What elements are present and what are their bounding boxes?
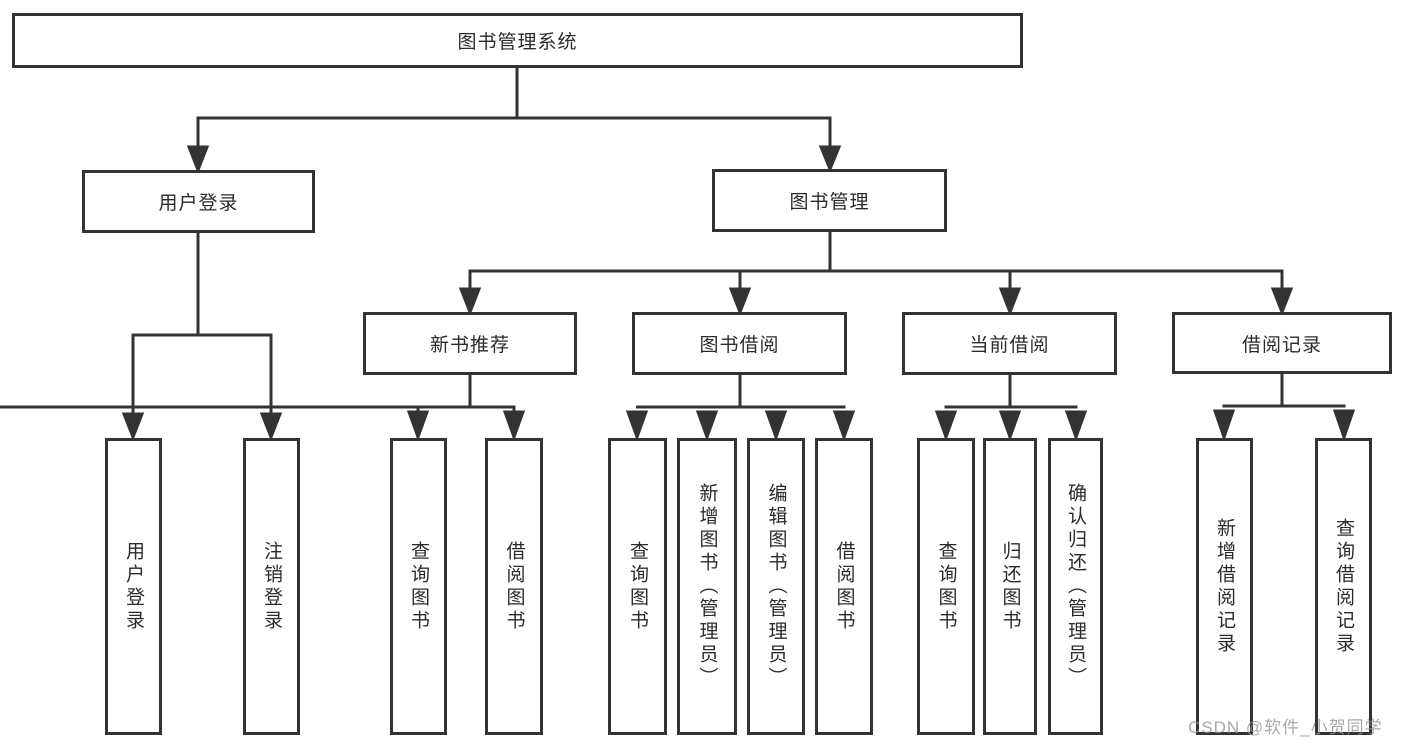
leaf-return-books-label: 归还图书 <box>999 540 1021 633</box>
leaf-user-login-label: 用户登录 <box>123 540 144 633</box>
leaf-query-books-recommend-label: 查询图书 <box>408 540 429 633</box>
leaf-query-books-recommend: 查询图书 <box>390 438 447 735</box>
leaf-logout-label: 注销登录 <box>261 540 282 633</box>
leaf-add-book-admin: 新增图书（管理员） <box>677 438 737 735</box>
leaf-edit-book-admin-label: 编辑图书（管理员） <box>765 483 787 690</box>
node-user-login: 用户登录 <box>82 170 315 233</box>
node-book-borrowing: 图书借阅 <box>632 312 847 375</box>
node-book-management: 图书管理 <box>712 169 947 232</box>
leaf-borrow-books-borrowing: 借阅图书 <box>815 438 873 735</box>
node-root-label: 图书管理系统 <box>457 32 578 53</box>
node-borrowing-records-label: 借阅记录 <box>1241 334 1322 356</box>
leaf-user-login: 用户登录 <box>105 438 162 735</box>
leaf-borrow-books-recommend-label: 借阅图书 <box>503 540 525 633</box>
node-book-borrowing-label: 图书借阅 <box>699 335 780 356</box>
node-new-book-recommend-label: 新书推荐 <box>429 335 510 356</box>
leaf-add-book-admin-label: 新增图书（管理员） <box>696 483 718 690</box>
leaf-add-borrow-record-label: 新增借阅记录 <box>1214 517 1235 656</box>
leaf-query-borrow-record-label: 查询借阅记录 <box>1333 517 1354 656</box>
leaf-borrow-books-recommend: 借阅图书 <box>485 438 543 735</box>
node-new-book-recommend: 新书推荐 <box>363 312 577 375</box>
leaf-confirm-return-admin: 确认归还（管理员） <box>1048 438 1103 735</box>
leaf-query-borrow-record: 查询借阅记录 <box>1315 438 1372 735</box>
node-current-borrowing-label: 当前借阅 <box>969 335 1050 356</box>
csdn-watermark: CSDN @软件_小贺同学 <box>1188 718 1383 737</box>
node-root: 图书管理系统 <box>12 13 1023 68</box>
node-borrowing-records: 借阅记录 <box>1172 312 1392 374</box>
leaf-query-books-borrowing-label: 查询图书 <box>627 540 648 633</box>
node-book-management-label: 图书管理 <box>789 192 870 213</box>
leaf-edit-book-admin: 编辑图书（管理员） <box>747 438 805 735</box>
node-current-borrowing: 当前借阅 <box>902 312 1117 375</box>
node-user-login-label: 用户登录 <box>158 193 239 214</box>
leaf-add-borrow-record: 新增借阅记录 <box>1196 438 1253 735</box>
leaf-query-books-current-label: 查询图书 <box>935 540 957 633</box>
leaf-return-books: 归还图书 <box>983 438 1037 735</box>
leaf-query-books-current: 查询图书 <box>917 438 975 735</box>
leaf-query-books-borrowing: 查询图书 <box>608 438 667 735</box>
leaf-borrow-books-borrowing-label: 借阅图书 <box>833 540 855 633</box>
leaf-logout: 注销登录 <box>243 438 300 735</box>
leaf-confirm-return-admin-label: 确认归还（管理员） <box>1065 483 1086 690</box>
